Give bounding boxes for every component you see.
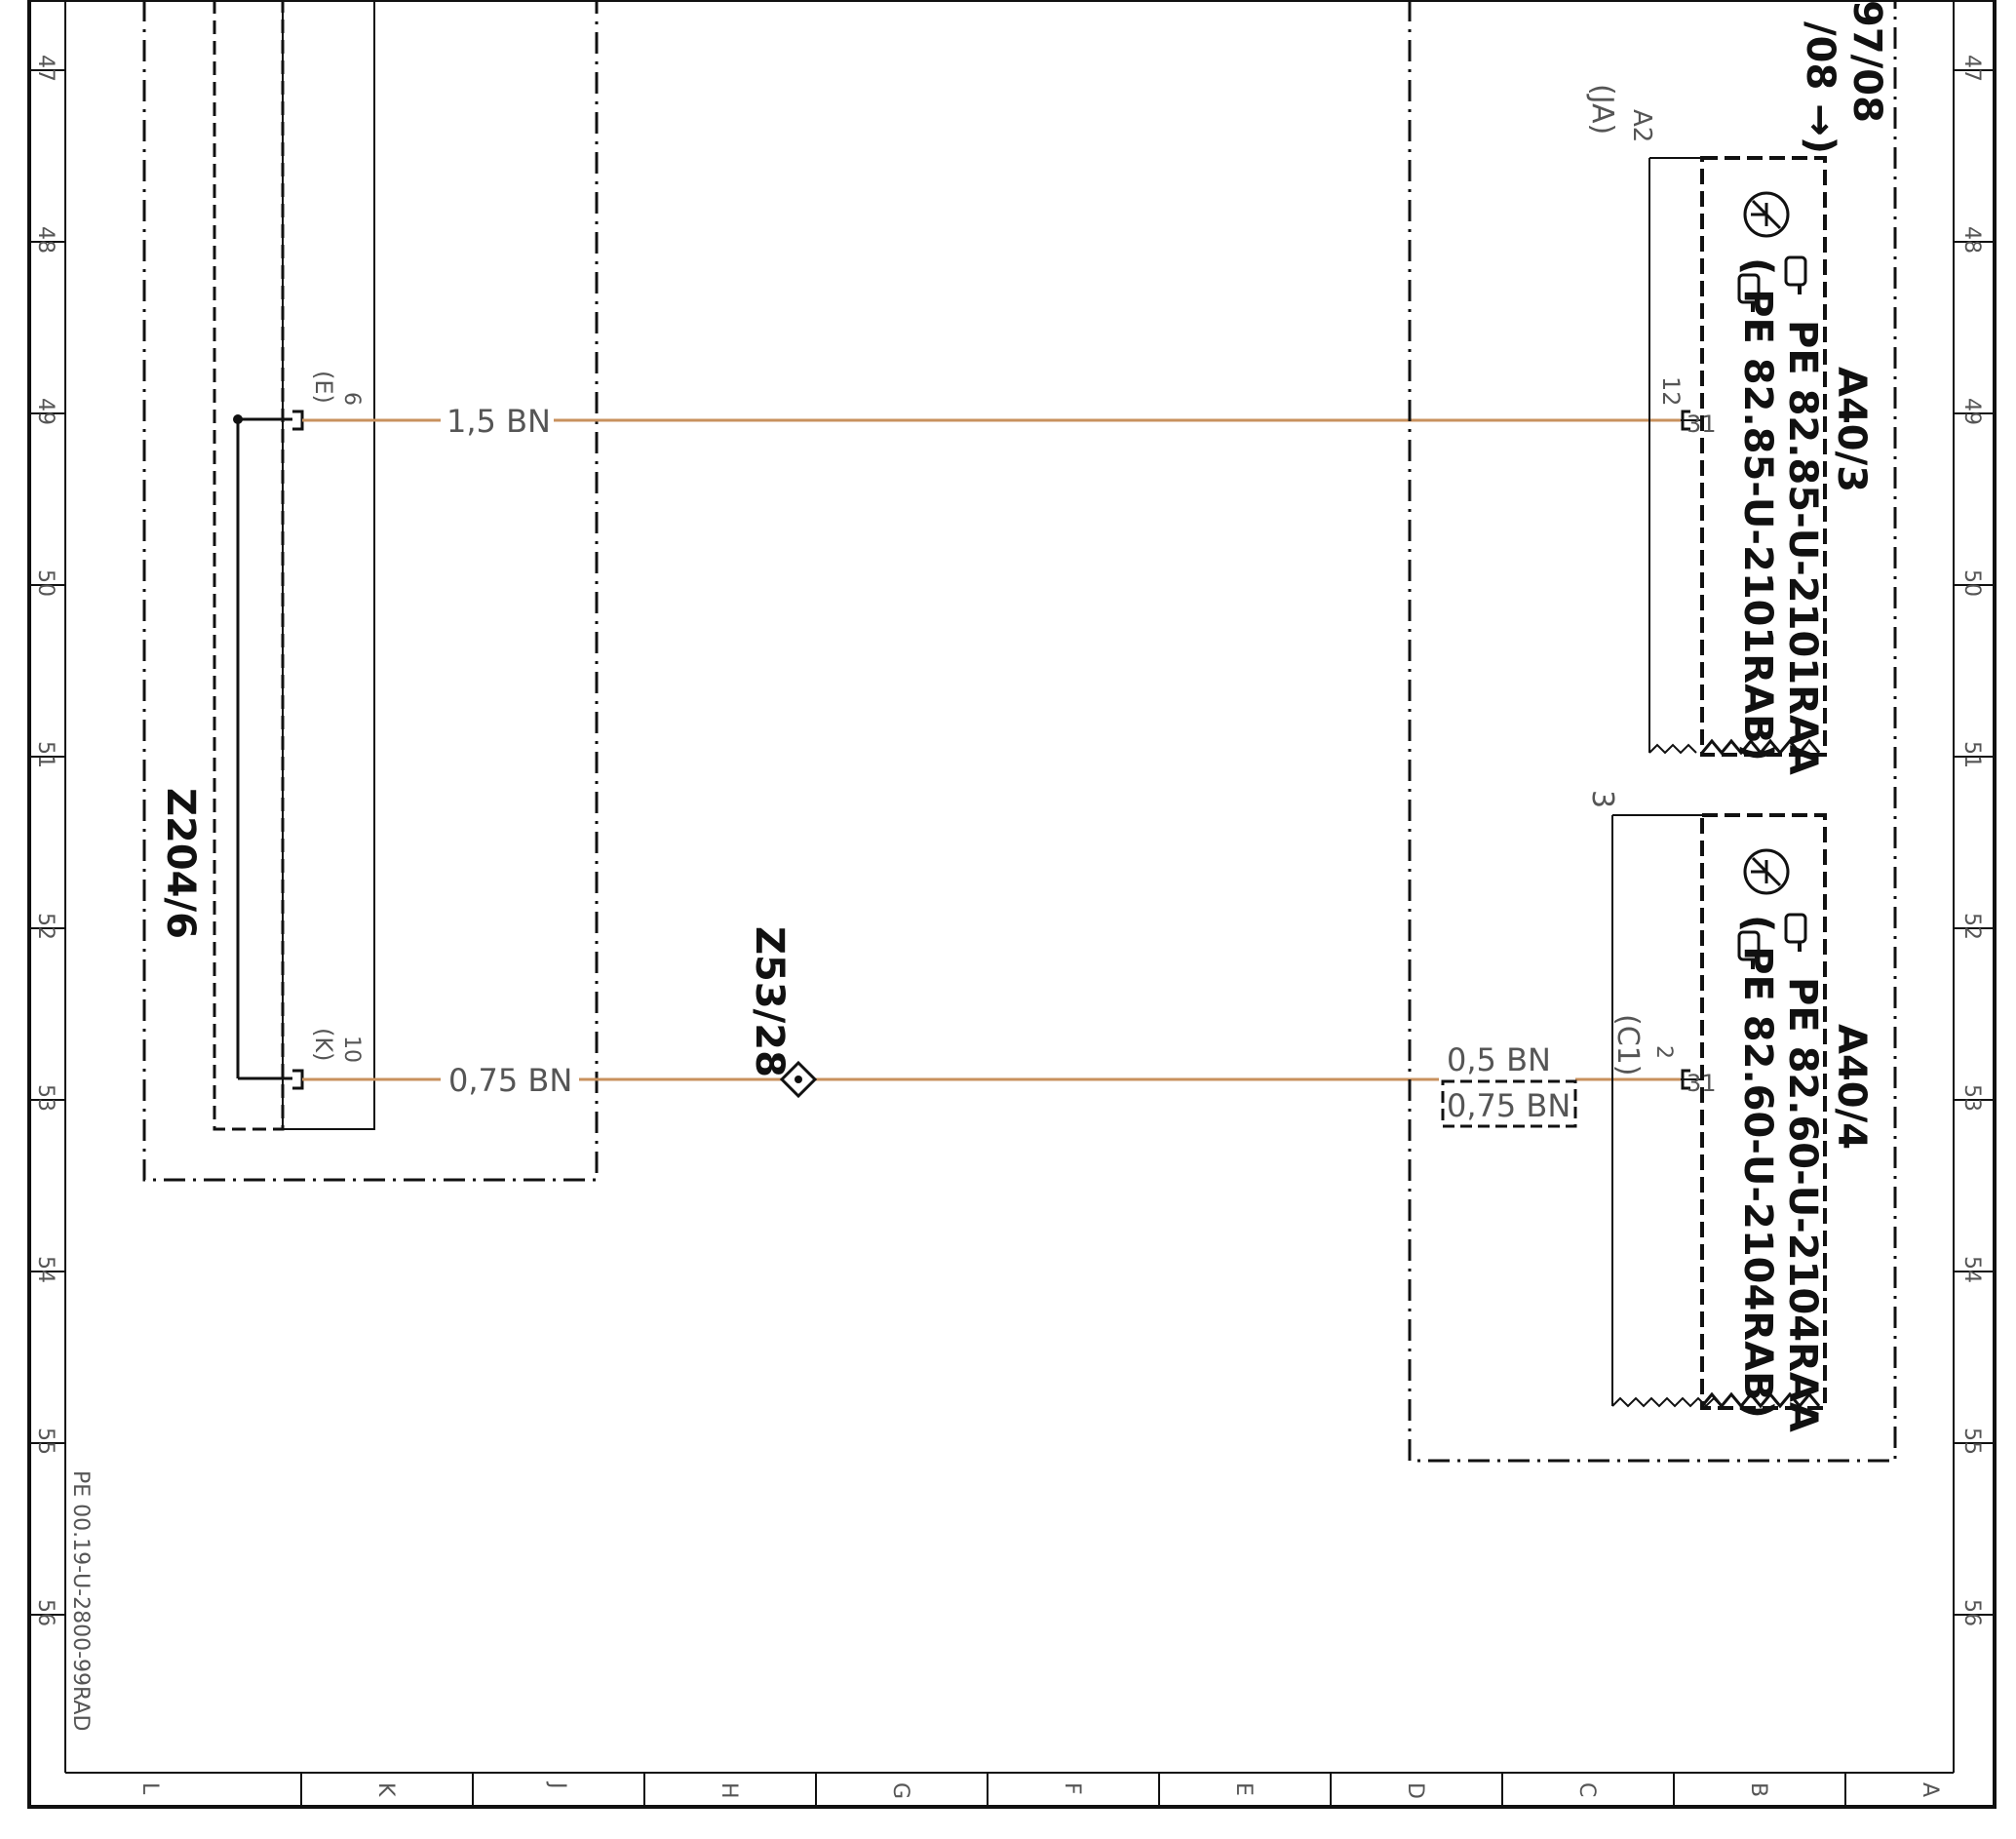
component-a40-3-pin-outer: 12 [1657,376,1685,407]
component-a40-4-pin-code: (C1) [1610,1014,1645,1076]
row-label-right: 55 [1959,1428,1984,1455]
column-label: B [1746,1782,1770,1797]
transistor-symbol-icon [1743,191,1790,238]
column-label: E [1231,1782,1256,1796]
pin-code-e: (E) [310,371,337,404]
row-label-left: 55 [33,1428,58,1455]
component-a40-4-ref-2: ( PE 82.60-U-2104RAB) [1735,915,1780,1419]
component-a40-3-id: A40/3 [1829,367,1874,492]
row-label-right: 49 [1959,398,1984,425]
pin-bracket-10 [292,1069,304,1090]
document-ref: PE 00.19-U-2800-99RAD [68,1470,93,1731]
row-label-right: 50 [1959,569,1984,597]
row-label-left: 47 [33,55,58,82]
component-a40-3-header-code: (JA) [1585,84,1619,135]
column-label: D [1403,1782,1427,1799]
column-label: K [373,1782,398,1797]
component-a40-3-pin-inner: 31 [1686,411,1717,438]
component-a40-3-ref-1: PE 82.85-U-2101RAA [1780,320,1825,775]
column-label: L [137,1782,162,1795]
splice-z53-label: Z53/28 [747,926,792,1077]
row-label-right: 54 [1959,1256,1984,1283]
wire-lower-alt-label: 0,5 BN [1447,1041,1551,1078]
component-a40-4-header-pin: 3 [1585,790,1619,808]
column-label: H [717,1782,741,1799]
row-label-right: 48 [1959,226,1984,254]
row-label-left: 50 [33,569,58,597]
component-a40-3-ref-2: ( PE 82.85-U-2101RAB) [1735,257,1780,762]
pin-code-k: (K) [310,1028,337,1061]
row-label-left: 49 [33,398,58,425]
column-label: G [888,1782,912,1799]
row-label-left: 56 [33,1599,58,1626]
header-fragment-second: /08 →) [1798,21,1842,154]
pin-bracket-6 [292,410,304,431]
pin-number-10: 10 [339,1036,364,1063]
pointing-hand-icon [1784,255,1807,294]
row-label-right: 53 [1959,1084,1984,1112]
column-label: C [1574,1782,1599,1797]
component-a40-4-pin-small: 2 [1651,1045,1676,1059]
header-fragment-top: 97/08 [1844,0,1889,123]
connector-z204-housing [142,0,599,1182]
pointing-hand-icon [1737,930,1761,969]
row-label-left: 54 [33,1256,58,1283]
column-label: F [1060,1782,1084,1795]
splice-z53-icon [779,1060,818,1099]
transistor-symbol-icon [1743,848,1790,895]
row-label-left: 52 [33,913,58,940]
wire-lower-alt-boxed-label: 0,75 BN [1447,1087,1570,1124]
component-a40-3 [1648,156,1827,757]
row-label-right: 47 [1959,55,1984,82]
wire-lower-label: 0,75 BN [448,1062,572,1099]
component-a40-4 [1611,813,1827,1410]
row-ruler-right: 47 48 49 50 51 52 53 54 55 56 [1954,55,1995,1626]
row-label-right: 51 [1959,741,1984,768]
row-label-right: 52 [1959,913,1984,940]
pointing-hand-icon [1737,273,1761,312]
component-a40-4-id: A40/4 [1829,1024,1874,1150]
row-label-right: 56 [1959,1599,1984,1626]
component-housing-right [1408,0,1897,1463]
wire-upper-label: 1,5 BN [446,403,551,440]
connector-z204-label: Z204/6 [158,788,203,939]
outer-frame [27,0,1997,1809]
pin-number-6: 6 [339,392,364,406]
bus-junction-dot [233,414,243,424]
connector-z204-bus [236,417,292,1080]
row-label-left: 48 [33,226,58,254]
row-label-left: 51 [33,741,58,768]
column-label: J [545,1780,569,1789]
row-ruler-left: 47 48 49 50 51 52 53 54 55 56 [29,55,65,1626]
column-label: A [1918,1782,1942,1797]
component-a40-4-ref-1: PE 82.60-U-2104RAA [1780,977,1825,1432]
row-label-left: 53 [33,1084,58,1112]
pointing-hand-icon [1784,913,1807,952]
component-a40-3-header-pin: A2 [1627,109,1656,142]
component-a40-4-pin-inner: 31 [1686,1070,1717,1097]
inner-frame [64,0,1955,1774]
